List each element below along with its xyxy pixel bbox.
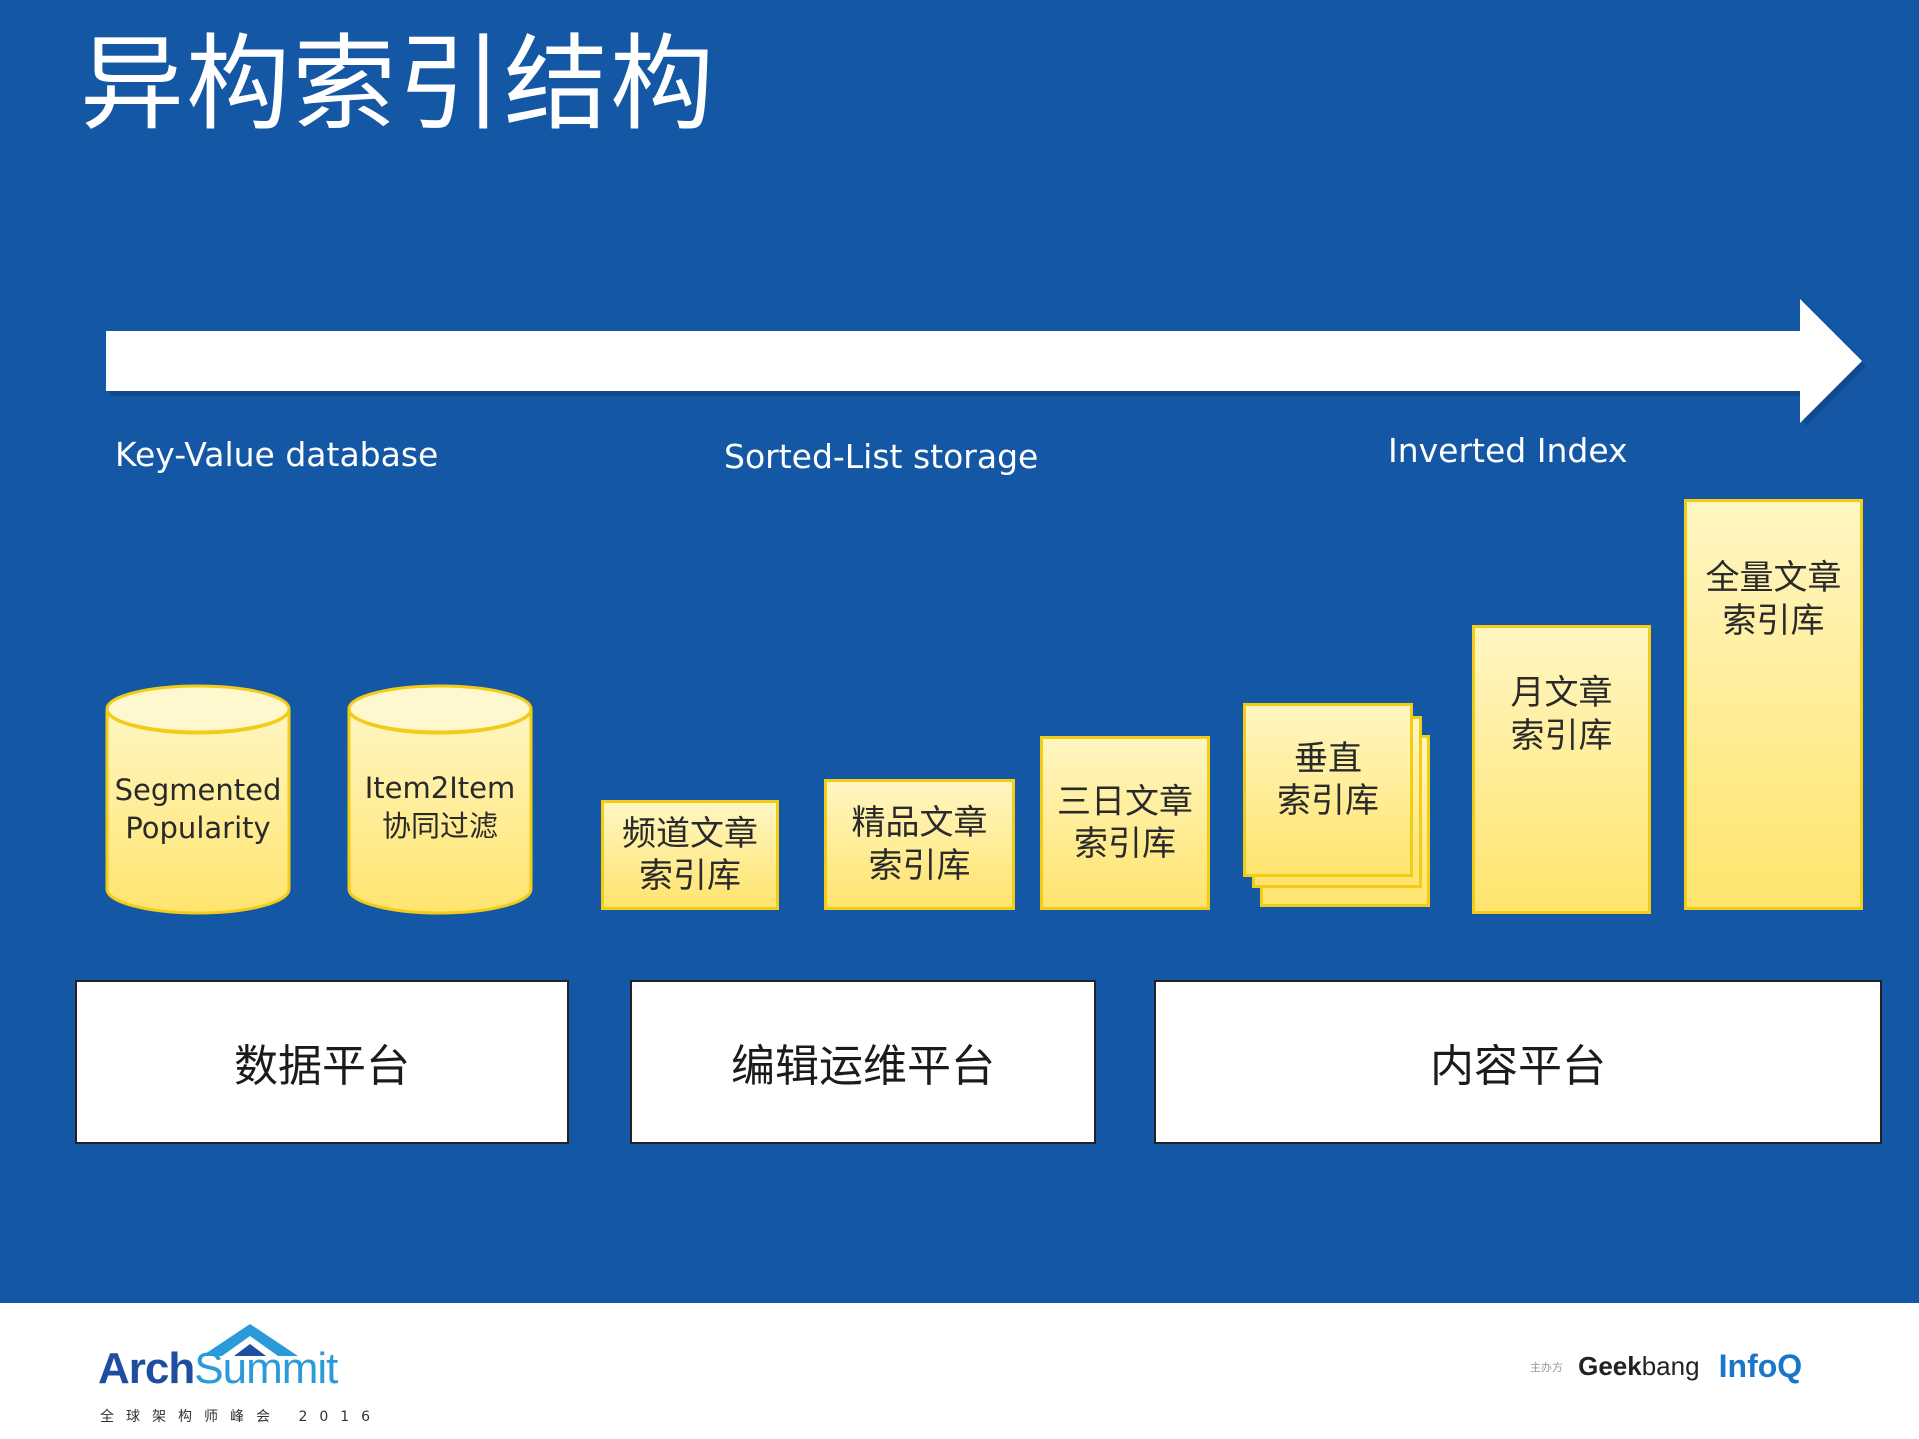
index-label-line2: 索引库 bbox=[1074, 824, 1176, 864]
infoq-logo: InfoQ bbox=[1718, 1348, 1803, 1384]
slide-title: 异构索引结构 bbox=[80, 23, 717, 145]
platform-content: 内容平台 bbox=[1154, 980, 1882, 1144]
index-label-line1: 精品文章 bbox=[851, 803, 988, 843]
index-box-premium-articles: 精品文章 索引库 bbox=[824, 779, 1015, 910]
platform-editorial-ops: 编辑运维平台 bbox=[630, 980, 1096, 1144]
index-label-line1: 月文章 bbox=[1510, 673, 1613, 713]
geekbang-logo: Geekbang bbox=[1578, 1351, 1699, 1381]
label-sorted-list-storage: Sorted-List storage bbox=[724, 437, 1039, 476]
index-box-vertical: 垂直 索引库 bbox=[1243, 703, 1413, 877]
label-key-value-database: Key-Value database bbox=[115, 435, 439, 474]
index-box-monthly-articles: 月文章 索引库 bbox=[1472, 625, 1651, 914]
index-label-line2: 索引库 bbox=[1722, 600, 1825, 641]
slide-main-area: 异构索引结构 Key-Value database Sorted-List st… bbox=[0, 0, 1919, 1303]
platform-data: 数据平台 bbox=[75, 980, 569, 1144]
database-cylinder-item2item: Item2Item 协同过滤 bbox=[346, 684, 534, 916]
index-label-line2: 索引库 bbox=[1510, 715, 1613, 756]
host-label: 主办方 bbox=[1530, 1360, 1563, 1374]
index-label-line1: 全量文章 bbox=[1705, 558, 1842, 598]
index-label-line1: 垂直 bbox=[1294, 738, 1362, 779]
index-label-line1: 频道文章 bbox=[622, 813, 758, 854]
index-box-channel-articles: 频道文章 索引库 bbox=[601, 800, 779, 910]
index-label-line1: 三日文章 bbox=[1057, 781, 1193, 822]
index-label-line2: 索引库 bbox=[639, 856, 741, 896]
cylinder-shape bbox=[105, 684, 291, 915]
database-label-line1: Segmented bbox=[114, 773, 282, 807]
brand-arch: Arch bbox=[98, 1344, 195, 1393]
label-inverted-index: Inverted Index bbox=[1388, 431, 1628, 470]
database-cylinder-segmented-popularity: Segmented Popularity bbox=[104, 684, 292, 916]
bang-text: bang bbox=[1641, 1351, 1700, 1381]
sponsor-logos: 主办方 Geekbang InfoQ bbox=[1530, 1348, 1802, 1385]
geek-text: Geek bbox=[1578, 1351, 1642, 1381]
database-label-line2: 协同过滤 bbox=[381, 808, 498, 843]
database-label-line1: Item2Item bbox=[364, 771, 516, 805]
index-box-three-day-articles: 三日文章 索引库 bbox=[1040, 736, 1210, 910]
index-label-line2: 索引库 bbox=[868, 845, 971, 886]
index-box-all-articles: 全量文章 索引库 bbox=[1684, 499, 1863, 910]
cylinder-shape bbox=[347, 684, 533, 915]
archsummit-subtitle: 全球架构师峰会 2016 bbox=[100, 1409, 383, 1425]
index-label-line2: 索引库 bbox=[1277, 781, 1379, 821]
mountain-icon bbox=[202, 1324, 298, 1356]
progression-arrow bbox=[106, 299, 1866, 425]
archsummit-wordmark: ArchSummit bbox=[98, 1344, 338, 1394]
database-label-line2: Popularity bbox=[125, 810, 271, 845]
brand-summit: Summit bbox=[194, 1344, 338, 1393]
